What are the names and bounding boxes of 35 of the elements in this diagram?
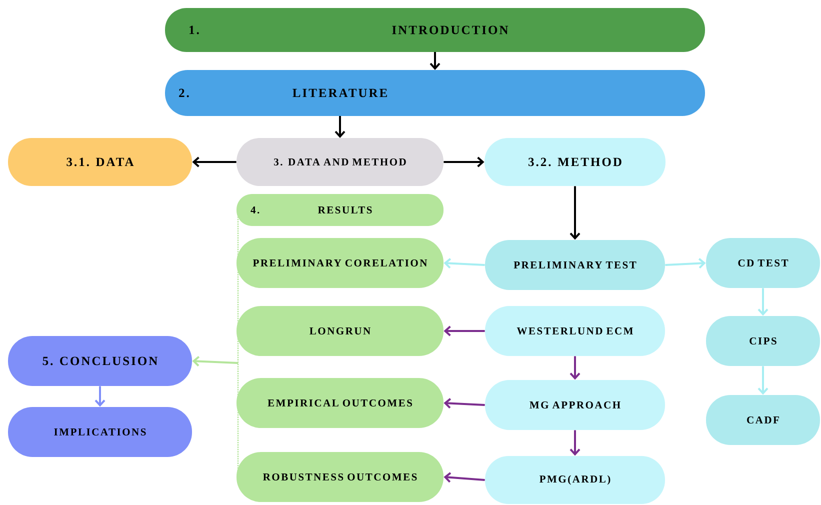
rounded-box: LONGRUN: [236, 306, 444, 356]
rounded-box: 4. RESULTS: [236, 194, 444, 226]
rounded-box: EMPIRICAL OUTCOMES: [236, 378, 444, 428]
arrow: [444, 472, 485, 483]
rounded-box: CADF: [706, 394, 820, 445]
arrow: [570, 430, 580, 456]
arrow: [444, 258, 485, 268]
rounded-box: CIPS: [706, 316, 820, 366]
arrow: [758, 366, 768, 395]
arrow: [570, 356, 580, 380]
arrow: [444, 326, 485, 336]
rounded-box: PRELIMINARY TEST: [485, 240, 665, 290]
rounded-box: ROBUSTNESS OUTCOMES: [236, 452, 444, 502]
rounded-box: 2. LITERATURE: [165, 70, 705, 116]
rounded-box: 3. DATA AND METHOD: [236, 138, 444, 186]
rounded-box: CD TEST: [706, 238, 820, 288]
rounded-box: WESTERLUND ECM: [485, 306, 665, 356]
arrow: [430, 52, 440, 70]
rounded-box: 1. INTRODUCTION: [165, 8, 705, 52]
arrow: [94, 386, 106, 407]
rounded-box: 3.2. METHOD: [484, 138, 666, 186]
arrow: [570, 186, 580, 240]
rounded-box: 5. CONCLUSION: [8, 336, 192, 386]
arrow: [758, 288, 768, 316]
rounded-box: 3.1. DATA: [8, 138, 192, 186]
arrow: [192, 156, 236, 168]
arrow: [665, 258, 706, 269]
arrow: [444, 156, 484, 168]
rounded-box: IMPLICATIONS: [8, 406, 192, 457]
arrow: [334, 116, 346, 138]
arrow: [444, 398, 485, 408]
rounded-box: PMG(ARDL): [485, 456, 665, 504]
rounded-box: MG APPROACH: [485, 380, 665, 430]
rounded-box: PRELIMINARY CORELATION: [236, 238, 444, 288]
arrow: [192, 356, 238, 366]
